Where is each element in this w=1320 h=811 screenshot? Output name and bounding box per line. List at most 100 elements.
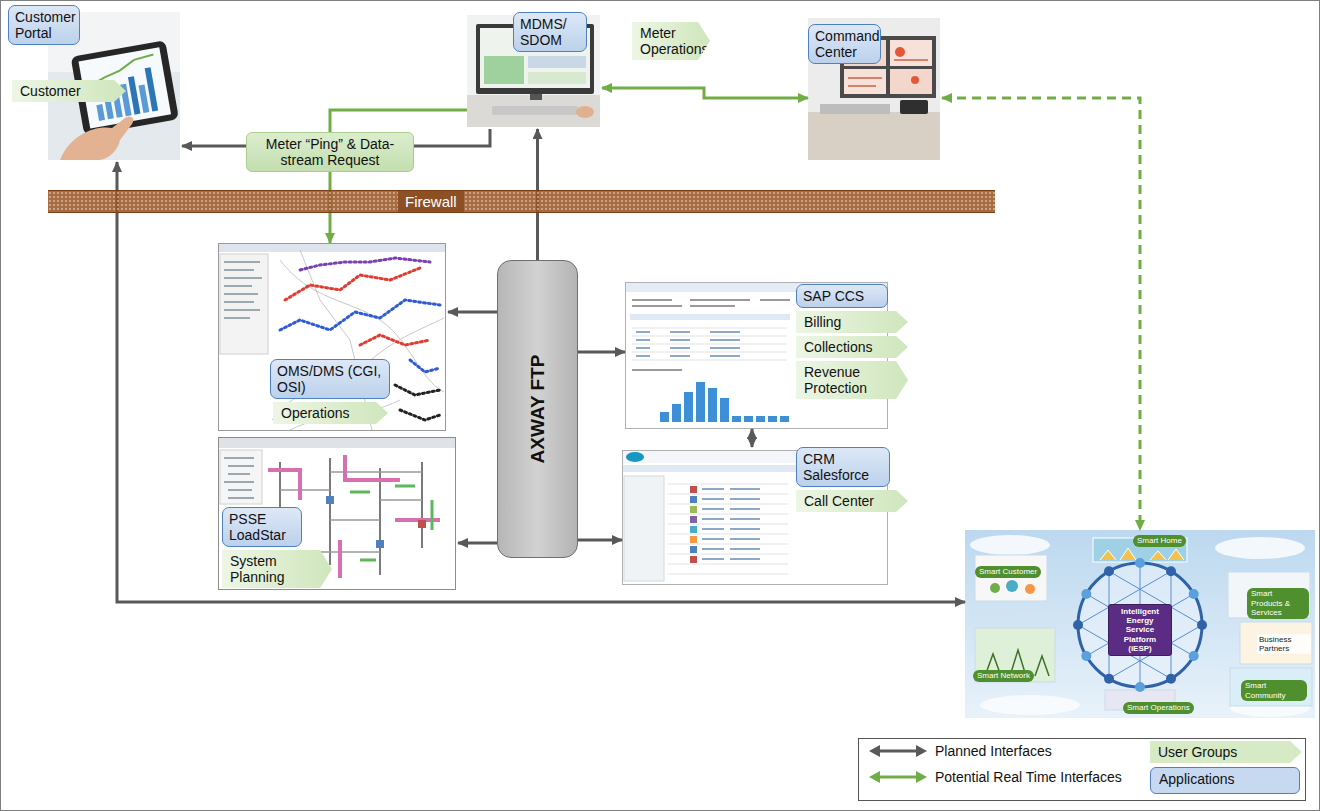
application-node: PSSE LoadStarSystem Planning xyxy=(218,437,458,592)
platform-illustration xyxy=(1189,589,1199,599)
legend-line-sample xyxy=(869,745,880,757)
application-node: CRM SalesforceCall Center xyxy=(622,447,910,587)
firewall-band: Firewall xyxy=(48,190,995,213)
network-map-screenshot xyxy=(219,244,446,431)
realtime-interface xyxy=(942,98,1140,530)
user-group-tag: Meter Operations xyxy=(632,22,710,60)
user-group-tag: Revenue Protection xyxy=(796,361,908,399)
platform-area-label: Smart Products & Services xyxy=(1247,588,1309,619)
tablet-photo xyxy=(60,116,133,160)
platform-area-label: Smart Operations xyxy=(1123,702,1194,714)
control-room-photo xyxy=(808,112,940,160)
ftp-gateway: AXWAY FTP xyxy=(497,260,578,558)
platform-illustration xyxy=(1100,548,1184,560)
tablet-photo xyxy=(145,67,159,111)
control-room-photo xyxy=(844,69,886,94)
application-label: Customer Portal xyxy=(8,5,80,45)
billing-screenshot xyxy=(720,398,729,422)
application-node: Command Center xyxy=(808,18,942,160)
ftp-label: AXWAY FTP xyxy=(527,355,549,464)
control-room-photo xyxy=(900,100,928,114)
tablet-photo xyxy=(139,84,150,113)
platform-illustration xyxy=(1135,558,1145,568)
platform-area-label: Smart Community xyxy=(1241,680,1307,701)
control-room-photo xyxy=(808,18,940,160)
power-system-screenshot xyxy=(350,486,432,560)
network-map-screenshot xyxy=(280,300,440,330)
legend-line-sample xyxy=(916,771,927,783)
application-node: OMS/DMS (CGI, OSI)Operations xyxy=(218,243,448,431)
billing-screenshot xyxy=(780,416,789,422)
office-photo xyxy=(467,95,600,127)
crm-screenshot xyxy=(690,486,697,493)
office-photo xyxy=(576,106,594,118)
legend-line-sample xyxy=(916,745,927,757)
billing-screenshot xyxy=(684,392,693,422)
power-system-screenshot xyxy=(224,458,254,498)
user-group-tag: System Planning xyxy=(222,550,332,588)
user-group-tag: Collections xyxy=(796,336,908,358)
platform-illustration xyxy=(980,695,1080,715)
network-map-screenshot xyxy=(285,268,420,300)
platform-illustration xyxy=(1006,580,1018,592)
platform-core-label: Intelligent Energy Service Platform (iES… xyxy=(1108,604,1172,656)
planned-interface xyxy=(578,539,622,542)
billing-screenshot xyxy=(632,328,787,360)
billing-screenshot xyxy=(660,412,669,422)
platform-illustration-node: Smart HomeSmart CustomerSmart Products &… xyxy=(965,530,1315,718)
application-node: MDMS/ SDOM xyxy=(467,12,602,129)
platform-illustration xyxy=(1025,584,1035,594)
platform-illustration xyxy=(1081,651,1091,661)
office-photo xyxy=(530,94,542,100)
control-room-photo xyxy=(911,76,919,84)
planned-interface xyxy=(448,311,497,314)
planned-interface xyxy=(578,351,625,354)
network-map-screenshot xyxy=(224,262,262,318)
crm-screenshot xyxy=(690,556,697,563)
user-group-tag: Customer xyxy=(12,80,126,102)
office-photo xyxy=(484,56,524,84)
power-system-screenshot xyxy=(220,450,262,504)
control-room-photo xyxy=(890,40,932,66)
crm-screenshot xyxy=(702,489,760,559)
billing-screenshot xyxy=(708,388,717,422)
legend-line-sample xyxy=(878,750,918,753)
billing-screenshot xyxy=(630,314,790,320)
platform-illustration xyxy=(990,583,1000,593)
legend-swatch: User Groups xyxy=(1150,741,1302,763)
user-group-node: Meter Operations xyxy=(632,22,712,62)
power-system-screenshot xyxy=(219,438,455,448)
legend-line-sample xyxy=(878,776,918,779)
platform-illustration xyxy=(965,530,1315,718)
platform-illustration xyxy=(1215,537,1305,559)
control-room-photo xyxy=(820,104,890,114)
network-map-screenshot xyxy=(300,258,430,270)
crm-screenshot xyxy=(690,516,697,523)
network-map-screenshot xyxy=(272,250,444,430)
platform-illustration xyxy=(1078,563,1202,687)
platform-illustration xyxy=(975,555,1047,601)
network-map-screenshot xyxy=(410,360,440,372)
platform-illustration xyxy=(970,535,1050,555)
power-system-screenshot xyxy=(376,540,384,548)
user-group-tag: Billing xyxy=(796,311,908,333)
network-map-screenshot xyxy=(219,244,445,252)
legend-line-sample xyxy=(869,771,880,783)
platform-illustration xyxy=(1197,620,1207,630)
power-system-screenshot xyxy=(418,520,426,528)
power-system-screenshot xyxy=(219,438,456,590)
realtime-interface xyxy=(602,88,808,98)
office-photo xyxy=(528,72,586,84)
power-system-screenshot xyxy=(326,496,334,504)
office-photo xyxy=(528,56,586,68)
legend-box xyxy=(859,739,1306,801)
application-label: Command Center xyxy=(808,24,881,64)
network-map-screenshot xyxy=(220,254,268,354)
billing-screenshot xyxy=(632,300,790,306)
platform-illustration xyxy=(1104,674,1114,684)
billing-screenshot xyxy=(756,416,765,422)
control-room-photo xyxy=(808,18,940,160)
application-label: PSSE LoadStar xyxy=(222,507,302,547)
